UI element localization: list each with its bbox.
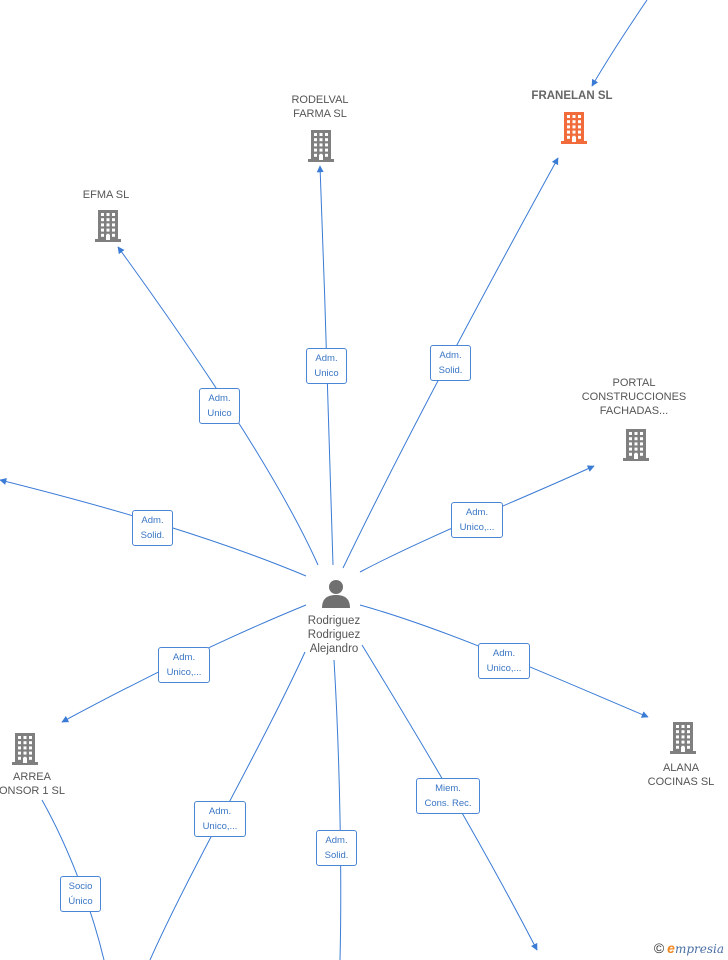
node-line: COCINAS SL [647,776,715,788]
edge-label-left[interactable]: Adm. Solid. [132,510,173,546]
person-icon[interactable] [320,578,352,613]
watermark: ©empresia [654,940,724,956]
copyright-icon: © [653,940,665,956]
building-icon-alana[interactable] [668,720,698,759]
edge-label-arrea[interactable]: Adm. Unico,... [158,647,210,683]
node-line: CONSTRUCCIONES [581,391,687,403]
edge-line: Adm. [439,350,462,361]
edge-line: Adm. [325,835,348,846]
person-name[interactable]: Rodriguez Rodriguez Alejandro [296,614,372,656]
edge-line: Adm. [315,353,338,364]
building-icon-portal[interactable] [621,427,651,466]
edge-line: Adm. [208,806,232,817]
edge-line: Cons. Rec. [424,798,472,809]
edge-line: Unico [207,408,232,419]
edge-line: Adm. [492,648,516,659]
edge-line: Solid. [438,365,463,376]
node-label-alana[interactable]: ALANA COCINAS SL [636,761,726,789]
node-line: ARREA [13,771,51,783]
edge-label-arrea-down[interactable]: Socio Único [60,876,101,912]
edge-top-right [591,0,648,87]
edge-label-alana[interactable]: Adm. Unico,... [478,643,530,679]
edge-line: Unico,... [486,663,522,674]
edge-label-portal[interactable]: Adm. Unico,... [451,502,503,538]
edge-label-bottom-mid[interactable]: Adm. Solid. [316,830,357,866]
edge-line: Adm. [141,515,164,526]
edge-line: Miem. [435,783,461,794]
edge-label-bottom-left[interactable]: Adm. Unico,... [194,801,246,837]
edge-line: Solid. [140,530,165,541]
building-icon-efma[interactable] [93,208,123,247]
edge-line: Adm. [465,507,489,518]
edge-label-rodelval[interactable]: Adm. Unico [306,348,347,384]
node-label-efma[interactable]: EFMA SL [66,188,146,202]
node-line: FARMA SL [293,108,347,120]
edge-label-franelan[interactable]: Adm. Solid. [430,345,471,381]
edge-label-bottom-right[interactable]: Miem. Cons. Rec. [416,778,480,814]
person-name-line-2: Rodriguez [307,629,361,641]
node-label-portal[interactable]: PORTAL CONSTRUCCIONES FACHADAS... [574,376,694,418]
edge-line: Adm. [208,393,231,404]
building-icon-franelan[interactable] [559,110,589,149]
edge-line: Unico,... [459,522,495,533]
node-label-rodelval[interactable]: RODELVAL FARMA SL [270,93,370,121]
node-label-franelan[interactable]: FRANELAN SL [512,89,632,103]
node-line: ONSOR 1 SL [0,785,66,797]
edge-line: Socio [68,881,93,892]
node-line: ALANA [662,762,700,774]
node-line: FACHADAS... [599,405,669,417]
node-line: RODELVAL [291,94,349,106]
edge-line: Unico,... [202,821,238,832]
brand-logo-initial: e [667,940,675,956]
node-line: PORTAL [612,377,656,389]
person-name-line-3: Alejandro [309,643,359,655]
building-icon-arrea[interactable] [10,731,40,770]
edge-label-efma[interactable]: Adm. Unico [199,388,240,424]
building-icon-rodelval[interactable] [306,128,336,167]
edge-line: Unico [314,368,339,379]
edge-line: Unico,... [166,667,202,678]
node-line: EFMA SL [82,189,130,201]
node-line: FRANELAN SL [531,90,613,102]
edge-line: Adm. [172,652,196,663]
edge-line: Único [68,896,93,907]
brand-logo-text: mpresia [674,942,724,956]
edge-line: Solid. [324,850,349,861]
node-label-arrea[interactable]: ARREA ONSOR 1 SL [0,770,72,798]
person-name-line-1: Rodriguez [307,615,361,627]
edge-bottom-mid [333,659,342,960]
